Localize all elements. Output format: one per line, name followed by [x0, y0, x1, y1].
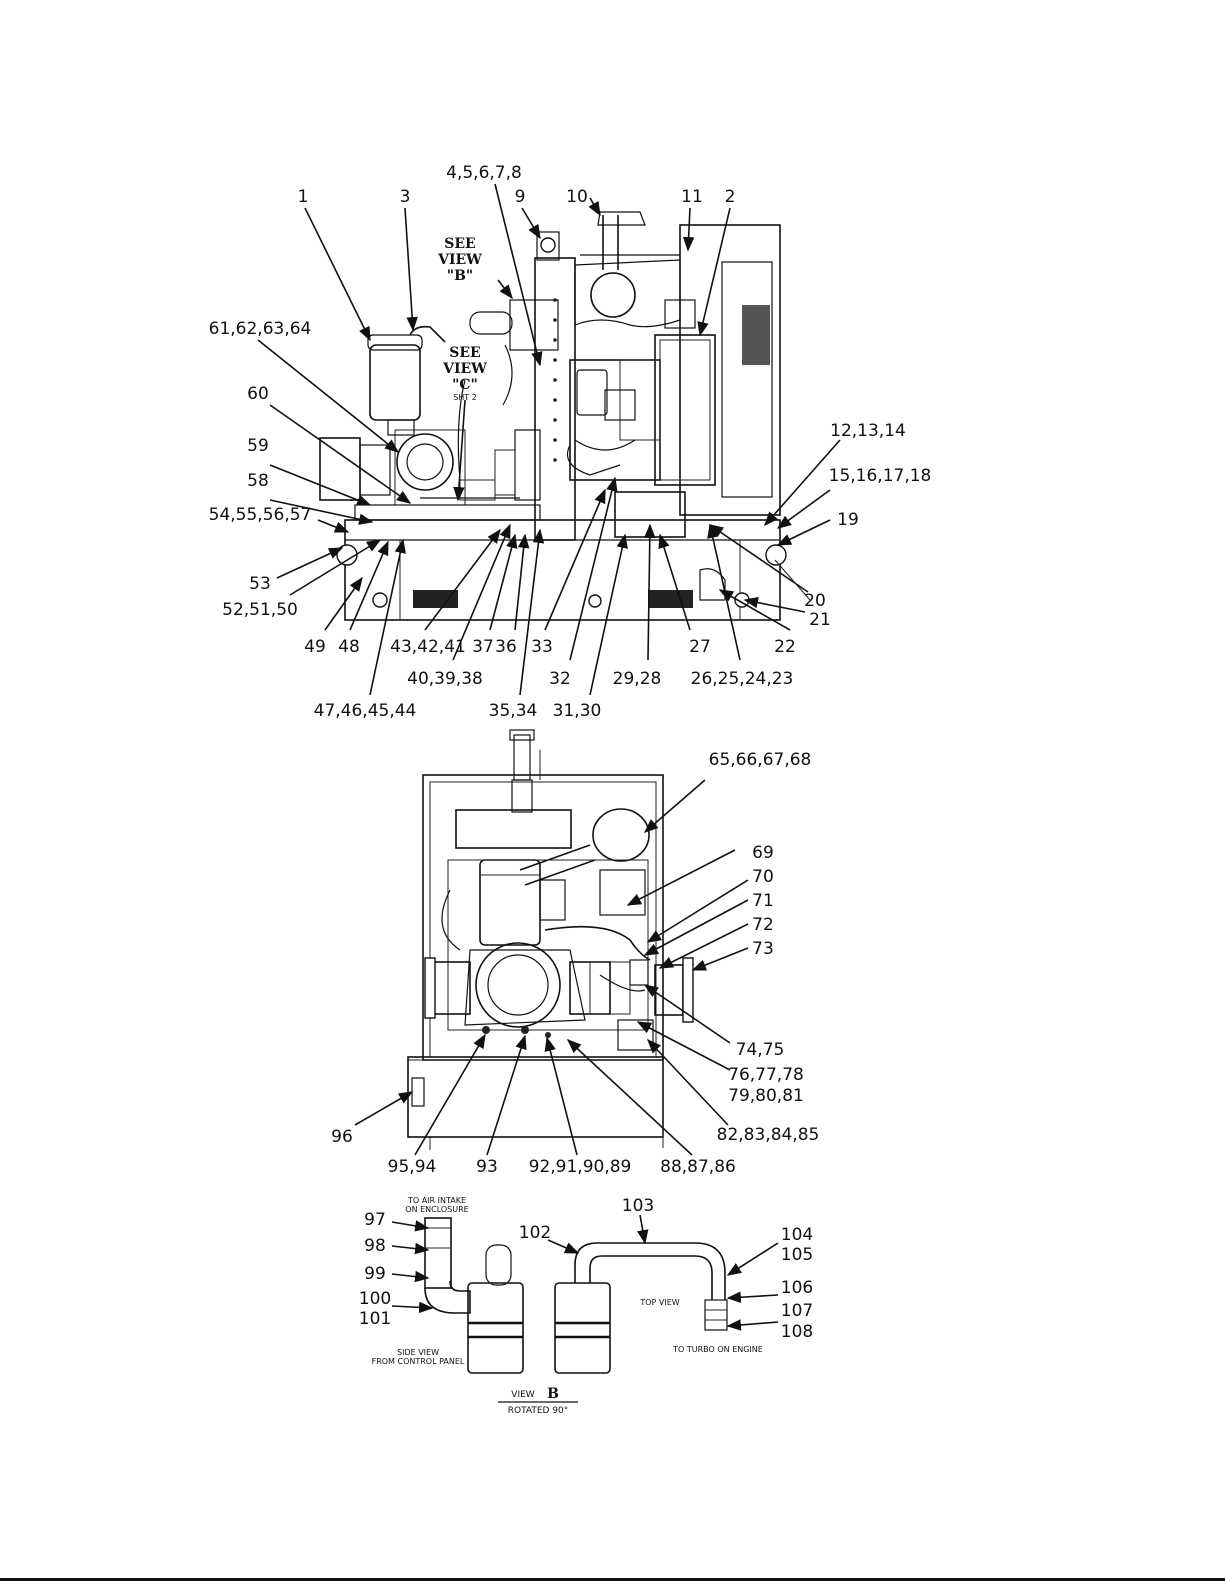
svg-text:ON ENCLOSURE: ON ENCLOSURE: [405, 1205, 468, 1214]
callout-58: 58: [247, 471, 269, 491]
callout-105: 105: [781, 1245, 813, 1265]
rotated-note: ROTATED 90°: [508, 1406, 569, 1416]
see-view-b-note: SEE VIEW "B": [437, 236, 482, 284]
callout-48: 48: [338, 637, 360, 657]
callout-32: 32: [549, 669, 571, 689]
callout-1: 1: [298, 187, 309, 207]
callout-22: 22: [774, 637, 796, 657]
callout-76-78: 76,77,78: [728, 1065, 804, 1085]
svg-text:FROM CONTROL PANEL: FROM CONTROL PANEL: [372, 1357, 465, 1366]
callout-4-8: 4,5,6,7,8: [446, 163, 522, 183]
callout-79-81: 79,80,81: [728, 1086, 804, 1106]
callout-38-40: 40,39,38: [407, 669, 483, 689]
callout-19: 19: [837, 510, 859, 530]
callout-59: 59: [247, 436, 269, 456]
callout-106: 106: [781, 1278, 813, 1298]
callout-41-43: 43,42,41: [390, 637, 466, 657]
view-b-detail: [424, 1217, 728, 1374]
callout-2: 2: [725, 187, 736, 207]
air-intake-note: TO AIR INTAKE: [407, 1196, 466, 1205]
callout-98: 98: [364, 1236, 386, 1256]
callout-37: 37: [472, 637, 494, 657]
callout-33: 33: [531, 637, 553, 657]
callout-3: 3: [400, 187, 411, 207]
view-b-label: VIEW: [511, 1390, 534, 1400]
callout-94-95: 95,94: [388, 1157, 437, 1177]
pump-assembly: [319, 325, 541, 521]
engine-block: [469, 299, 686, 538]
callout-10: 10: [566, 187, 588, 207]
callout-30-31: 31,30: [553, 701, 602, 721]
front-elevation-view: [407, 729, 694, 1150]
callout-65-68: 65,66,67,68: [709, 750, 812, 770]
side-view-note: SIDE VIEW: [397, 1348, 439, 1357]
callout-60: 60: [247, 384, 269, 404]
svg-text:"B": "B": [447, 268, 473, 284]
callout-89-92: 92,91,90,89: [529, 1157, 632, 1177]
page-bottom-rule: [0, 1578, 1225, 1581]
callout-12-14: 12,13,14: [830, 421, 906, 441]
callout-100: 100: [359, 1289, 391, 1309]
svg-text:"C": "C": [452, 377, 478, 393]
side-view-leaders: [257, 183, 841, 696]
svg-text:VIEW: VIEW: [437, 252, 482, 268]
view-b-callouts: 97 98 99 100 101 102 103 104 105 106 107…: [359, 1196, 813, 1416]
radiator-enclosure: [574, 211, 781, 516]
callout-34-35: 35,34: [489, 701, 538, 721]
callout-9: 9: [515, 187, 526, 207]
frame-post: [534, 231, 576, 541]
callout-11: 11: [681, 187, 703, 207]
callout-93: 93: [476, 1157, 498, 1177]
turbo-note: TO TURBO ON ENGINE: [672, 1345, 763, 1354]
callout-107: 107: [781, 1301, 813, 1321]
callout-96: 96: [331, 1127, 353, 1147]
callout-27: 27: [689, 637, 711, 657]
callout-69: 69: [752, 843, 774, 863]
side-view-callouts: 1 3 4,5,6,7,8 9 10 11 2 61,62,63,64 60 5…: [209, 163, 932, 721]
callout-15-18: 15,16,17,18: [829, 466, 932, 486]
callout-28-29: 29,28: [613, 669, 662, 689]
svg-text:SEE: SEE: [444, 236, 475, 252]
callout-86-88: 88,87,86: [660, 1157, 736, 1177]
callout-73: 73: [752, 939, 774, 959]
callout-50-52: 52,51,50: [222, 600, 298, 620]
front-view-callouts: 65,66,67,68 69 70 71 72 73 74,75 76,77,7…: [331, 750, 819, 1177]
callout-82-85: 82,83,84,85: [717, 1125, 820, 1145]
callout-21: 21: [809, 610, 831, 630]
callout-70: 70: [752, 867, 774, 887]
svg-text:VIEW: VIEW: [442, 361, 487, 377]
callout-108: 108: [781, 1322, 813, 1342]
callout-23-26: 26,25,24,23: [691, 669, 794, 689]
skid-base: [336, 519, 787, 621]
callout-101: 101: [359, 1309, 391, 1329]
top-view-note: TOP VIEW: [639, 1298, 679, 1307]
callout-103: 103: [622, 1196, 654, 1216]
callout-44-47: 47,46,45,44: [314, 701, 417, 721]
callout-20: 20: [804, 591, 826, 611]
callout-53: 53: [249, 574, 271, 594]
view-b-leaders: [391, 1214, 779, 1331]
svg-text:SHT 2: SHT 2: [453, 393, 477, 402]
side-elevation-view: SEE VIEW "B" SEE VIEW "C" SHT 2 1 3 4,5,…: [209, 163, 932, 721]
callout-74-75: 74,75: [736, 1040, 785, 1060]
view-b-letter: B: [547, 1386, 559, 1402]
callout-49: 49: [304, 637, 326, 657]
callout-36: 36: [495, 637, 517, 657]
callout-71: 71: [752, 891, 774, 911]
callout-61-64: 61,62,63,64: [209, 319, 312, 339]
front-view-leaders: [354, 779, 749, 1156]
svg-text:SEE: SEE: [449, 345, 480, 361]
callout-54-57: 54,55,56,57: [209, 505, 312, 525]
callout-99: 99: [364, 1264, 386, 1284]
callout-102: 102: [519, 1223, 551, 1243]
callout-97: 97: [364, 1210, 386, 1230]
callout-72: 72: [752, 915, 774, 935]
callout-104: 104: [781, 1225, 813, 1245]
see-view-c-note: SEE VIEW "C" SHT 2: [442, 345, 487, 402]
